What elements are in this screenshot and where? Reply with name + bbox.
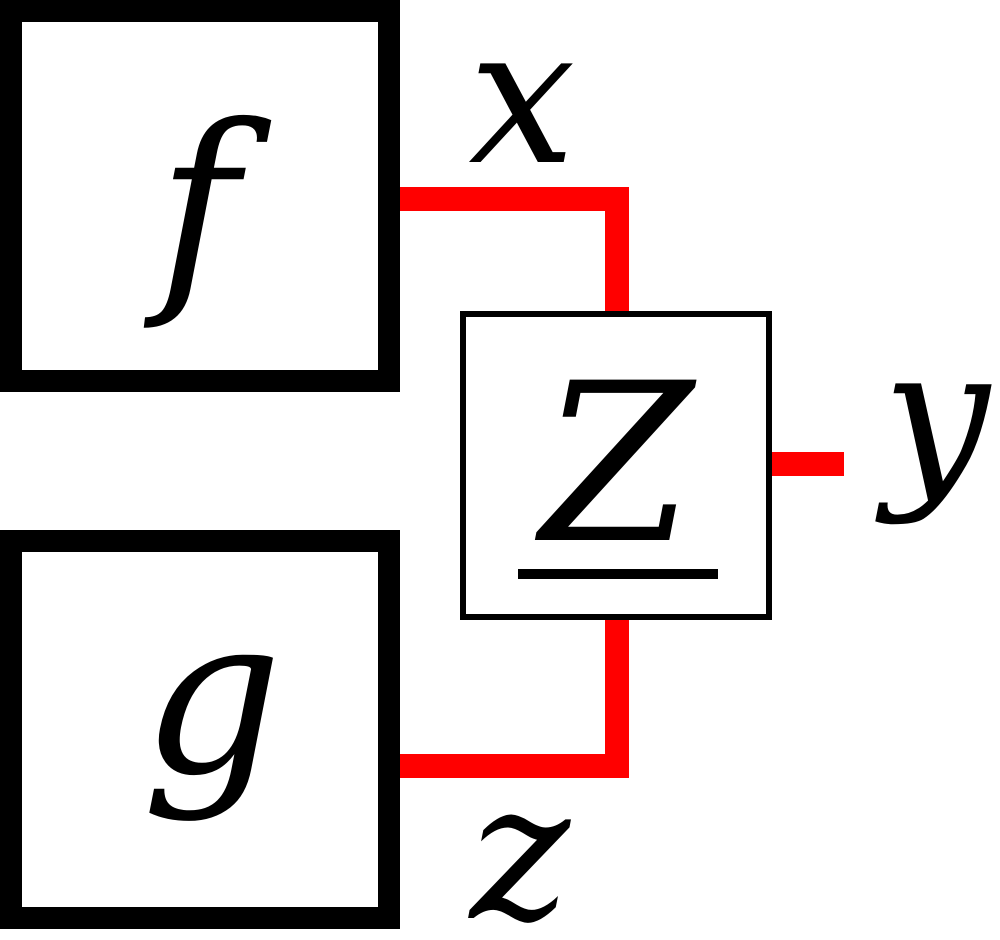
- box-z-label: Z: [535, 336, 697, 592]
- box-g-label: g: [142, 568, 283, 824]
- wire-z-label: z: [468, 742, 572, 940]
- wire-y-label: y: [874, 306, 992, 527]
- wire-x-label: x: [468, 0, 575, 207]
- wires: [392, 187, 844, 778]
- box-z-frame: [460, 311, 772, 620]
- box-g: g: [0, 530, 400, 929]
- box-f-frame: [0, 0, 400, 392]
- box-f: f: [0, 0, 400, 392]
- box-z: Z: [460, 311, 772, 620]
- box-z-underline: [518, 569, 718, 579]
- wire-x: [392, 187, 629, 312]
- wire-z: [392, 620, 629, 778]
- box-g-frame: [0, 530, 400, 929]
